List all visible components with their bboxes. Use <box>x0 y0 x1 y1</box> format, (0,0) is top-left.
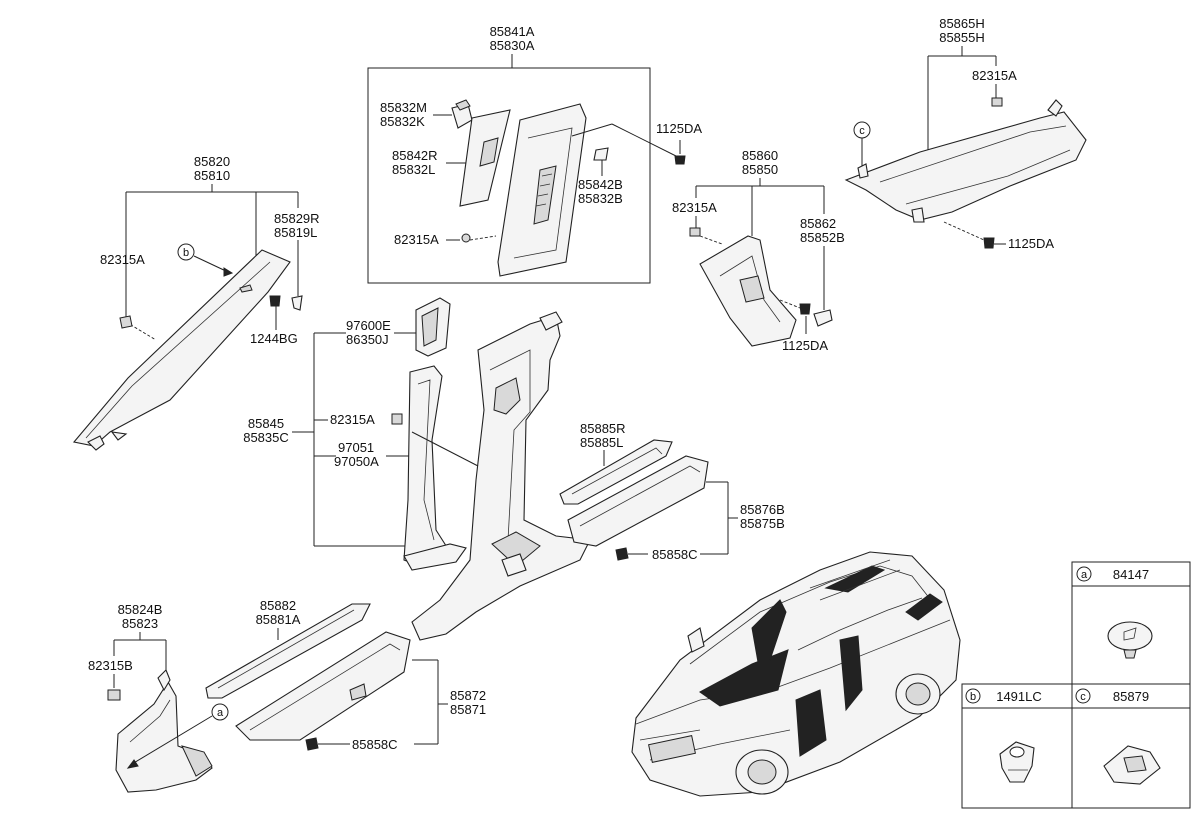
callout-85845: 85845 <box>248 416 284 431</box>
callout-85876B: 85876B <box>740 502 785 517</box>
front-scuff-group: 85882 85881A 85872 85871 85858C <box>205 598 486 752</box>
belt-trim-shape <box>403 365 451 567</box>
center-pillar-upper-group: 85841A 85830A 85832M 85832K 85842R 85832… <box>367 24 702 284</box>
callout-85858C-front: 85858C <box>352 737 398 752</box>
callout-85823: 85823 <box>122 616 158 631</box>
callout-82315A-bpillar: 82315A <box>330 412 375 427</box>
svg-text:b: b <box>183 247 189 259</box>
legend-part-84147: 84147 <box>1113 567 1149 582</box>
callout-97051: 97051 <box>338 440 374 455</box>
callout-82315A-cpillar: 82315A <box>672 200 717 215</box>
vehicle-illustration <box>631 551 961 797</box>
callout-85872: 85872 <box>450 688 486 703</box>
legend-part-85879: 85879 <box>1113 689 1149 704</box>
svg-text:c: c <box>859 125 865 137</box>
callout-97050A: 97050A <box>334 454 379 469</box>
callout-85850: 85850 <box>742 162 778 177</box>
legend-panel: a 84147 b 1491LC c 85879 <box>961 561 1191 809</box>
callout-85862: 85862 <box>800 216 836 231</box>
callout-85865H: 85865H <box>939 16 985 31</box>
front-scuff-upper-shape <box>205 603 371 699</box>
cowl-side-group: 85824B 85823 82315B a <box>88 602 229 793</box>
callout-1125DA-top: 1125DA <box>656 121 702 136</box>
callout-82315A-box: 82315A <box>394 232 439 247</box>
ref-marker-b <box>177 243 195 261</box>
d-pillar-group: 85865H 85855H 82315A c 1125DA <box>844 16 1087 251</box>
callout-86350J: 86350J <box>346 332 389 347</box>
legend-letter-a: a <box>1081 569 1088 581</box>
callout-85852B: 85852B <box>800 230 845 245</box>
callout-1244BG: 1244BG <box>250 331 298 346</box>
rear-scuff-group: 85885R 85885L 85876B 85875B 85858C <box>559 421 785 562</box>
callout-85885R: 85885R <box>580 421 626 436</box>
callout-85820: 85820 <box>194 154 230 169</box>
callout-82315A-apillar: 82315A <box>100 252 145 267</box>
callout-85830A: 85830A <box>490 38 535 53</box>
callout-1125DA-dpillar: 1125DA <box>1008 236 1054 251</box>
callout-85832M: 85832M <box>380 100 427 115</box>
rear-scuff-plate-shape <box>567 455 709 547</box>
ref-marker-a <box>211 703 229 721</box>
callout-85824B: 85824B <box>118 602 163 617</box>
callout-1125DA-cpillar: 1125DA <box>782 338 828 353</box>
clip-1491LC-shape <box>999 741 1035 783</box>
legend-letter-b: b <box>970 691 976 703</box>
callout-85881A: 85881A <box>256 612 301 627</box>
callout-85885L: 85885L <box>580 435 623 450</box>
callout-82315A-dpillar: 82315A <box>972 68 1017 83</box>
legend-marker-b <box>965 688 981 704</box>
grommet-84147-shape <box>1107 621 1153 651</box>
rear-scuff-upper-shape <box>559 439 673 505</box>
callout-85832L: 85832L <box>392 162 435 177</box>
a-pillar-group: 85820 85810 82315A 85829R 85819L 1244BG … <box>72 154 320 451</box>
callout-85835C: 85835C <box>243 430 289 445</box>
legend-letter-c: c <box>1080 691 1086 703</box>
callout-85875B: 85875B <box>740 516 785 531</box>
callout-85882: 85882 <box>260 598 296 613</box>
callout-85832K: 85832K <box>380 114 425 129</box>
callout-97600E: 97600E <box>346 318 391 333</box>
callout-82315B: 82315B <box>88 658 133 673</box>
b-pillar-lower-trim-shape <box>411 315 591 641</box>
legend-marker-a <box>1076 566 1092 582</box>
callout-85860: 85860 <box>742 148 778 163</box>
callout-85855H: 85855H <box>939 30 985 45</box>
callout-85819L: 85819L <box>274 225 317 240</box>
callout-85842B: 85842B <box>578 177 623 192</box>
callout-85810: 85810 <box>194 168 230 183</box>
callout-85842R: 85842R <box>392 148 438 163</box>
legend-part-1491LC: 1491LC <box>996 689 1042 704</box>
b-pillar-lower-group: 97600E 86350J 85845 85835C 82315A 97051 … <box>243 297 591 641</box>
legend-box-c <box>1071 683 1191 809</box>
d-pillar-trim-shape <box>844 111 1087 221</box>
callout-85871: 85871 <box>450 702 486 717</box>
group-box <box>367 67 651 284</box>
callout-85832B: 85832B <box>578 191 623 206</box>
c-pillar-group: 85860 85850 82315A 85862 85852B 1125DA <box>672 148 845 353</box>
front-scuff-plate-shape <box>235 631 411 741</box>
legend-marker-c <box>1075 688 1091 704</box>
callout-85829R: 85829R <box>274 211 320 226</box>
callout-85841A: 85841A <box>490 24 535 39</box>
callout-85858C-rear: 85858C <box>652 547 698 562</box>
svg-text:a: a <box>217 707 224 719</box>
